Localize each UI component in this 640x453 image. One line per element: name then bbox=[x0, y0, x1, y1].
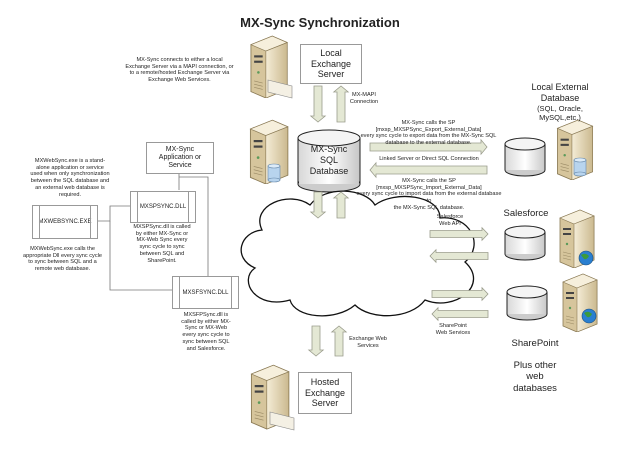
mxsfsync-dll-box: MXSFSYNC.DLL bbox=[172, 276, 239, 309]
connector-lines bbox=[97, 172, 209, 291]
linked-server-label: Linked Server or Direct SQL Connection bbox=[379, 156, 479, 162]
salesforce-db-cylinder bbox=[504, 225, 546, 261]
small-database-icon bbox=[573, 157, 587, 177]
salesforce-label: Salesforce bbox=[503, 208, 549, 219]
salesforce-out-arrow bbox=[429, 226, 489, 242]
small-database-icon bbox=[267, 163, 281, 183]
mxsfsync-desc-note: MXSFPSync.dll is called by either MX- Sy… bbox=[181, 312, 231, 352]
ews-down-arrow bbox=[307, 325, 325, 357]
local-external-db-subtitle: (SQL, Oracle, MySQL,etc.) bbox=[537, 104, 583, 122]
sharepoint-out-arrow bbox=[431, 286, 489, 302]
sharepoint-ws-label: SharePoint Web Services bbox=[435, 323, 471, 336]
mx-sync-app-box: MX-Sync Application or Service bbox=[146, 142, 214, 174]
exchange-connect-note: MX-Sync connects to either a local Excha… bbox=[125, 57, 234, 84]
mxspsync-dll-box: MXSPSYNC.DLL bbox=[130, 191, 196, 223]
mapi-label: MX-MAPI Connection bbox=[349, 92, 379, 105]
mapi-down-arrow bbox=[309, 85, 327, 123]
mxsfsync-label: MXSFSYNC.DLL bbox=[182, 289, 229, 296]
diagram-title: MX-Sync Synchronization bbox=[240, 15, 400, 30]
mapi-up-arrow bbox=[332, 85, 350, 123]
local-exchange-server-box: Local Exchange Server bbox=[300, 44, 362, 84]
export-note: MX-Sync calls the SP [mxsp_MXSPSync_Expo… bbox=[360, 120, 497, 147]
cloud-to-db-arrow bbox=[332, 191, 350, 219]
sql-db-label: MX-Sync SQL Database bbox=[309, 144, 349, 176]
local-external-db-cylinder bbox=[504, 137, 546, 177]
plus-other-label: Plus other web databases bbox=[513, 360, 557, 394]
sharepoint-label: SharePoint bbox=[511, 338, 559, 349]
ews-label: Exchange Web Services bbox=[349, 336, 387, 349]
ews-up-arrow bbox=[330, 325, 348, 357]
mxspsync-desc-note: MXSPSync.dll is called by either MX-Sync… bbox=[133, 224, 191, 264]
sharepoint-server-icon bbox=[562, 273, 598, 332]
sharepoint-in-arrow bbox=[431, 306, 489, 322]
arrows bbox=[307, 85, 489, 357]
import-note: MX-Sync calls the SP [mxsp_MXSPSync_Impo… bbox=[356, 178, 502, 211]
hosted-exchange-server-box: Hosted Exchange Server bbox=[298, 372, 352, 414]
salesforce-in-arrow bbox=[429, 248, 489, 264]
local-external-db-title: Local External Database bbox=[531, 82, 589, 103]
mxwebsync-label: MXWEBSYNC.EXE bbox=[38, 219, 92, 225]
mxwebsync-exe-box: MXWEBSYNC.EXE bbox=[32, 205, 98, 239]
db-to-cloud-arrow bbox=[309, 191, 327, 219]
export-arrow bbox=[369, 138, 488, 156]
envelope-icon bbox=[267, 79, 293, 99]
salesforce-api-label: Salesforce Web API bbox=[436, 214, 464, 227]
envelope-icon bbox=[269, 411, 295, 431]
sql-database-cylinder bbox=[297, 129, 361, 193]
mxspsync-label: MXSPSYNC.DLL bbox=[139, 204, 187, 210]
mxwebsync-desc-note: MXWebSync.exe is a stand- alone applicat… bbox=[30, 158, 110, 198]
import-arrow bbox=[369, 161, 488, 179]
mxwebsync-calls-note: MXWebSync.exe calls the appropriate Dll … bbox=[23, 246, 102, 273]
sharepoint-db-cylinder bbox=[506, 285, 548, 321]
